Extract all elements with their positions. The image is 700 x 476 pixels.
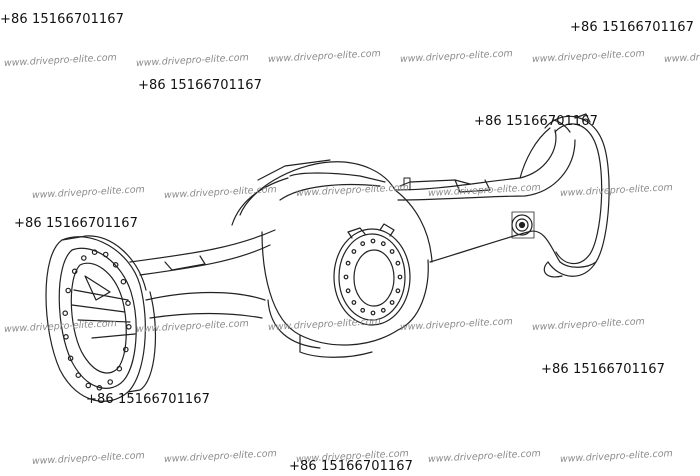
left-arm <box>129 229 276 319</box>
bolt-hole <box>370 238 376 244</box>
watermark-phone: +86 15166701167 <box>474 114 599 129</box>
bolt-hole <box>389 300 395 305</box>
left-flange <box>45 235 157 402</box>
bolt-hole <box>116 365 123 372</box>
bolt-hole <box>345 288 351 294</box>
center-flange <box>333 223 411 326</box>
watermark-phone: +86 15166701167 <box>570 20 695 35</box>
bolt-hole <box>107 379 114 385</box>
bolt-hole <box>91 249 98 256</box>
bolt-hole <box>351 300 357 305</box>
bolt-hole <box>360 307 366 313</box>
bolt-hole <box>67 355 74 362</box>
watermark-phone: +86 15166701167 <box>138 78 263 93</box>
bolt-hole <box>62 310 68 317</box>
watermark-phone: +86 15166701167 <box>0 12 125 27</box>
watermark-phone: +86 15166701167 <box>14 216 139 231</box>
center-housing <box>231 159 433 358</box>
bolt-hole <box>126 323 132 330</box>
bolt-hole <box>96 384 103 391</box>
bolt-hole <box>395 288 401 294</box>
bolt-hole <box>123 346 129 353</box>
bolt-hole <box>102 251 109 258</box>
bolt-hole <box>85 382 92 389</box>
bolt-hole <box>380 307 386 313</box>
watermark-phone: +86 15166701167 <box>86 392 211 407</box>
bolt-hole <box>345 260 351 266</box>
bolt-hole <box>65 287 72 294</box>
bolt-hole <box>71 268 78 275</box>
right-arm <box>394 127 576 263</box>
watermark-phone: +86 15166701167 <box>289 459 414 474</box>
bolt-hole <box>343 274 349 280</box>
left-flange-bolts <box>62 249 132 391</box>
right-flange <box>543 113 610 278</box>
bolt-hole <box>81 255 87 261</box>
bolt-hole <box>370 310 376 316</box>
bolt-hole <box>351 249 357 254</box>
bolt-hole <box>395 260 401 266</box>
watermark-phone: +86 15166701167 <box>541 362 666 377</box>
bolt-hole <box>63 333 69 340</box>
bolt-hole <box>397 274 403 280</box>
center-flange-bolts <box>343 238 403 316</box>
bolt-hole <box>380 241 386 247</box>
bolt-hole <box>112 261 119 268</box>
bolt-hole <box>360 241 366 247</box>
bolt-hole <box>125 300 131 307</box>
bolt-hole <box>75 372 82 379</box>
bolt-hole <box>389 249 395 254</box>
bolt-hole <box>120 278 127 285</box>
